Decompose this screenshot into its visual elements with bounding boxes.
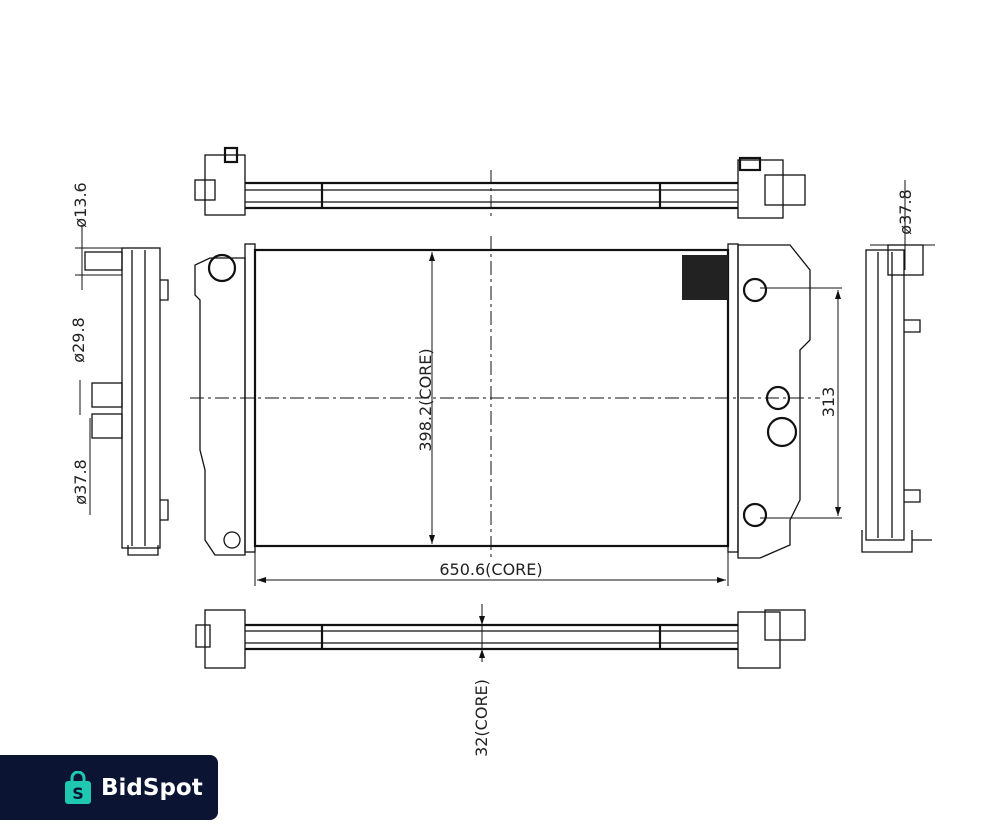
dim-core-height: 398.2(CORE) bbox=[416, 348, 435, 451]
shopping-bag-icon: S bbox=[63, 770, 93, 805]
dim-pipe-13-6: ø13.6 bbox=[71, 182, 90, 227]
dim-pipe-37-8-left: ø37.8 bbox=[71, 459, 90, 504]
front-view: 398.2(CORE) 650.6(CORE) 313 bbox=[190, 236, 842, 586]
dim-pipe-29-8: ø29.8 bbox=[69, 317, 88, 362]
top-view bbox=[194, 146, 806, 220]
bottom-view: 32(CORE) bbox=[195, 604, 806, 757]
dim-core-depth: 32(CORE) bbox=[472, 679, 491, 757]
svg-text:S: S bbox=[72, 784, 84, 803]
left-side-view: ø13.6 ø29.8 ø37.8 bbox=[69, 182, 169, 556]
dim-pipe-37-8-right: ø37.8 bbox=[896, 189, 915, 234]
dim-core-width: 650.6(CORE) bbox=[439, 560, 542, 579]
logo-text: BidSpot bbox=[101, 774, 203, 801]
dim-mount-spacing: 313 bbox=[819, 387, 838, 418]
right-side-view: ø37.8 bbox=[861, 180, 935, 553]
bidspot-logo: S BidSpot bbox=[0, 755, 218, 820]
